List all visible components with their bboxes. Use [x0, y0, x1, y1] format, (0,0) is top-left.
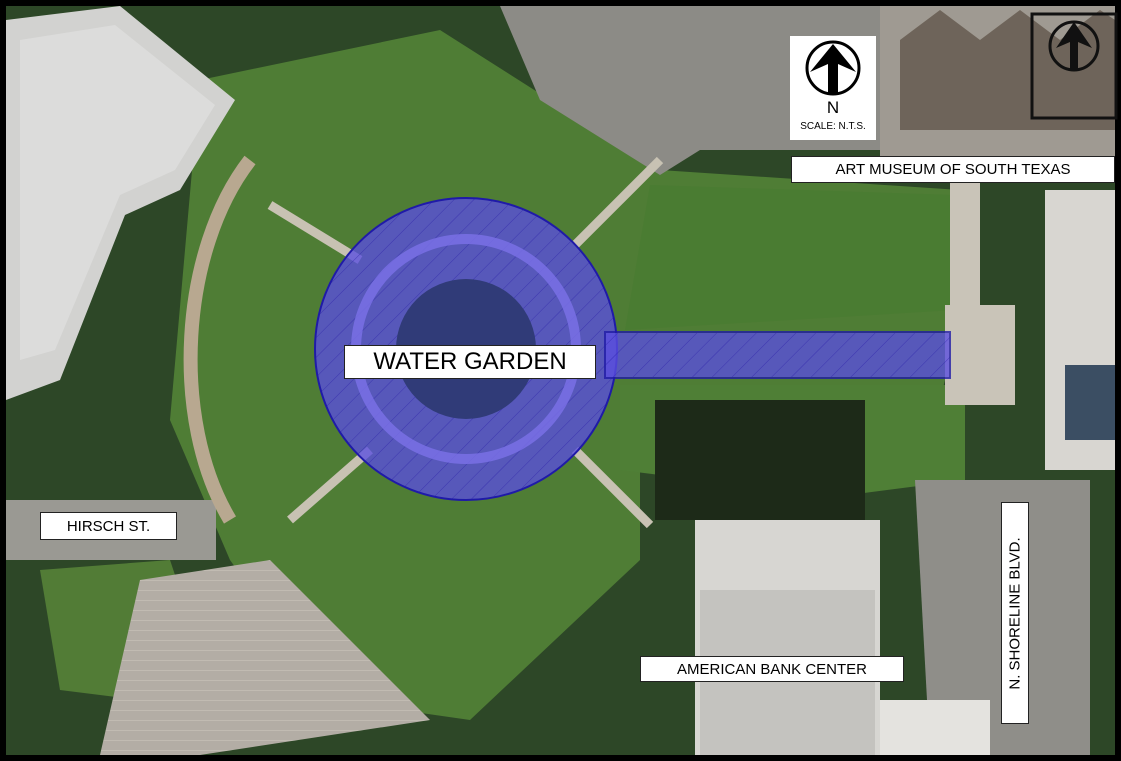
path-se — [571, 446, 654, 529]
water-garden-walkway-hatch — [605, 332, 950, 378]
north-arrow-background-icon — [1030, 12, 1118, 120]
label-hirsch-st: HIRSCH ST. — [40, 512, 177, 540]
lawn-east — [625, 185, 955, 330]
north-arrow: N SCALE: N.T.S. — [790, 36, 876, 140]
aerial-map — [6, 6, 1115, 755]
path-ne — [571, 156, 664, 249]
solar-panel — [1065, 365, 1115, 440]
label-shoreline-blvd: N. SHORELINE BLVD. — [1001, 502, 1029, 724]
north-letter: N — [826, 98, 840, 117]
label-american-bank-center: AMERICAN BANK CENTER — [640, 656, 904, 682]
plaza-paving — [100, 560, 430, 755]
label-shoreline-text: N. SHORELINE BLVD. — [1006, 536, 1024, 690]
walkway-east — [945, 305, 1015, 405]
art-museum-roof-peaks — [900, 10, 1115, 130]
building-southeast — [880, 700, 990, 755]
walkway-north — [950, 180, 980, 310]
building-northwest-roof — [20, 25, 215, 360]
label-art-museum: ART MUSEUM OF SOUTH TEXAS — [791, 156, 1115, 183]
north-arrow-icon — [805, 40, 861, 96]
label-water-garden: WATER GARDEN — [344, 345, 596, 379]
north-scale: SCALE: N.T.S. — [800, 121, 866, 132]
path-sw — [287, 446, 373, 524]
bank-center-shadow — [655, 400, 865, 520]
path-west-curve — [183, 155, 256, 524]
path-nw — [267, 201, 363, 264]
